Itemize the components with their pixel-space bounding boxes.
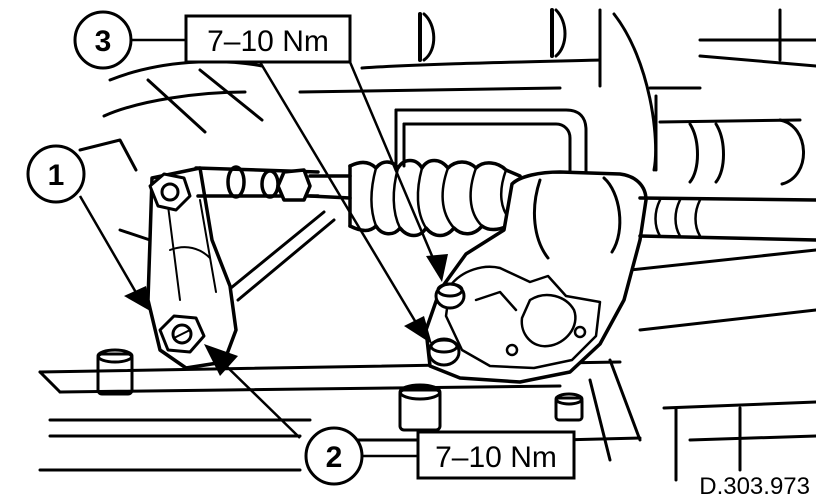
- hose-right: [638, 196, 816, 242]
- arrow-torque-upper: [426, 254, 448, 282]
- callout-3: 3: [73, 10, 133, 70]
- shift-cable: [194, 165, 352, 202]
- selector-housing: [424, 170, 648, 384]
- arrow-1: [124, 286, 152, 312]
- callout-2-number: 2: [326, 441, 343, 474]
- cable-boot: [348, 158, 522, 238]
- arrow-2: [204, 344, 238, 376]
- callout-1: 1: [26, 144, 86, 204]
- leader-torque-lower-bolt: [258, 61, 426, 337]
- bolt-housing-lower: [427, 337, 461, 367]
- leader-2: [219, 359, 301, 439]
- figure-reference: D.303.973: [699, 473, 810, 500]
- torque-lower-label: 7–10 Nm: [435, 441, 557, 474]
- callout-3-number: 3: [95, 25, 112, 58]
- leaders: [78, 38, 440, 458]
- callout-2: 2: [304, 426, 364, 486]
- leader-1: [78, 195, 140, 297]
- arrow-torque-lower: [404, 316, 432, 344]
- torque-box-lower: 7–10 Nm: [416, 430, 576, 480]
- background-structure: [38, 8, 816, 482]
- arrowheads: [124, 254, 448, 376]
- lever-top-nut: [148, 172, 192, 212]
- leader-torque-upper-bolt: [348, 61, 440, 271]
- bolt-housing-upper: [434, 282, 466, 310]
- torque-box-upper: 7–10 Nm: [184, 14, 352, 64]
- callout-1-number: 1: [48, 159, 65, 192]
- bolt-lever: [158, 314, 206, 354]
- torque-upper-label: 7–10 Nm: [207, 25, 329, 58]
